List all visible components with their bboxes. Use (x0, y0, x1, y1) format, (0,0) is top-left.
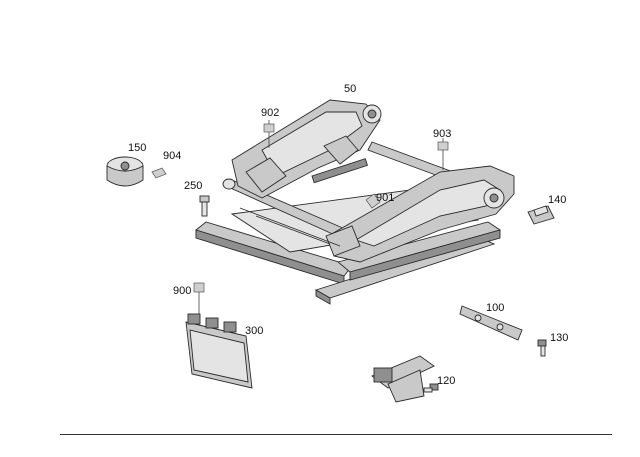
motor-hub (120, 161, 130, 171)
ecu-plug-3 (223, 321, 237, 333)
callout-120: 120 (437, 375, 456, 387)
ecu-face (189, 329, 249, 383)
rail-motor (311, 158, 368, 184)
front-gearbox (245, 157, 287, 193)
part-120-bolt (423, 383, 439, 393)
bolt-130-head (537, 339, 547, 347)
left-pivot-bolt (367, 109, 377, 119)
part-140-connector (527, 205, 555, 225)
part-150-motor (106, 156, 144, 187)
spindle-2 (255, 215, 331, 245)
actuator-motor (373, 367, 393, 383)
callout-150: 150 (128, 142, 147, 154)
bolt-120-shank (423, 387, 433, 393)
part-300-control-unit (185, 313, 253, 389)
actuator-bracket (387, 369, 425, 403)
spindle (239, 207, 341, 247)
gear-housing (323, 135, 359, 165)
part-actuator (371, 355, 435, 403)
ecu-plug-2 (205, 317, 219, 329)
callout-901: 901 (376, 192, 395, 204)
callout-900: 900 (173, 285, 192, 297)
part-100-bracket (459, 305, 523, 341)
right-rail-side (349, 229, 501, 281)
callout-904: 904 (163, 150, 182, 162)
callout-250: 250 (184, 180, 203, 192)
seat-frame-assembly (195, 99, 515, 305)
callout-50: 50 (344, 83, 357, 95)
part-130-bolt (537, 339, 547, 357)
bolt-120-head (429, 383, 439, 391)
part-902-clip (263, 123, 275, 133)
callout-903: 903 (433, 128, 452, 140)
callout-300: 300 (245, 325, 264, 337)
bracket-hole-2 (496, 323, 504, 331)
bolt-130-shank (540, 345, 546, 357)
callout-140: 140 (548, 194, 567, 206)
bracket-body (459, 305, 523, 341)
part-901-clip (365, 193, 381, 209)
bolt-head (199, 195, 210, 203)
connector-face (533, 205, 549, 217)
lower-seat-track-end (315, 289, 331, 305)
right-pivot-bolt (489, 193, 499, 203)
motor-body (106, 165, 144, 187)
callout-130: 130 (550, 332, 569, 344)
part-900-clip (193, 282, 205, 293)
callout-100: 100 (486, 302, 505, 314)
part-250-bolt (199, 195, 210, 217)
tube-end-left (222, 178, 236, 190)
bolt-shank (201, 201, 208, 217)
footer-divider (60, 434, 612, 435)
part-904-clip (151, 167, 167, 179)
callout-902: 902 (261, 107, 280, 119)
bracket-hole-1 (474, 314, 482, 322)
ecu-plug-1 (187, 313, 201, 325)
part-903-clip (437, 141, 449, 151)
center-gearbox (325, 225, 361, 257)
